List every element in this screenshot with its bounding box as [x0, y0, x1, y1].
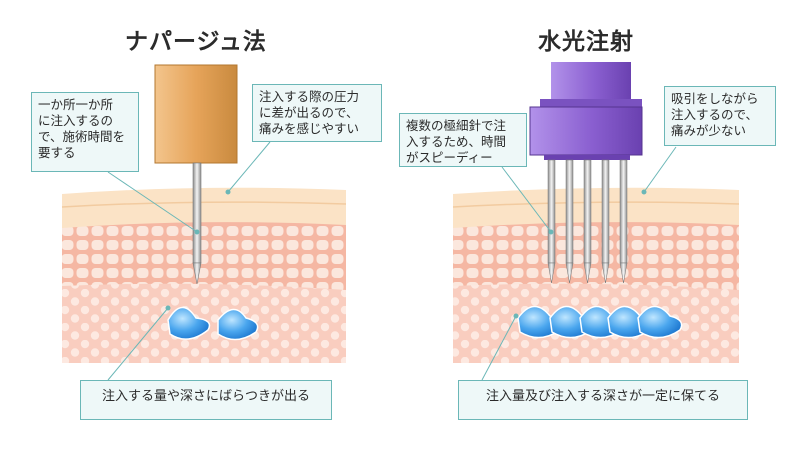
syringe-needle	[192, 162, 202, 264]
device-head	[529, 106, 643, 156]
right-skin-block	[452, 187, 740, 363]
right-droplets	[517, 305, 683, 339]
right-panel-title: 水光注射	[538, 29, 634, 55]
left-syringe	[154, 64, 238, 285]
left-callout-treatment-time: 一か所一か所 に注入するの で、施術時間を 要する	[31, 92, 139, 172]
right-device	[529, 62, 643, 284]
left-epidermis-layer	[62, 187, 346, 228]
left-callout-inconsistent-depth: 注入する量や深さにばらつきが出る	[80, 380, 332, 420]
needle	[565, 159, 574, 264]
droplet	[217, 308, 259, 341]
left-panel-title: ナパージュ法	[125, 29, 267, 55]
needle	[601, 159, 610, 264]
droplet	[637, 305, 683, 339]
left-callout-pressure-pain: 注入する際の圧力 に差が出るので、 痛みを感じやすい	[252, 84, 382, 142]
micro-needles	[547, 159, 628, 284]
device-rim	[540, 99, 642, 107]
device-handle	[551, 62, 631, 100]
right-dermis-layer	[453, 219, 739, 290]
needle	[583, 159, 592, 264]
right-epidermis-layer	[453, 187, 739, 228]
needle	[619, 159, 628, 264]
left-skin-block	[61, 187, 347, 363]
droplet	[167, 306, 211, 340]
right-callout-speed: 複数の極細針で注 入するため、時間 がスピーディー	[399, 113, 527, 167]
leader-lines	[107, 141, 677, 381]
left-dermis-layer	[62, 219, 346, 290]
right-callout-suction-less-pain: 吸引をしながら 注入するので、 痛みが少ない	[664, 86, 776, 146]
syringe-barrel	[154, 64, 238, 164]
right-callout-consistent-depth: 注入量及び注入する深さが一定に保てる	[458, 380, 748, 420]
needle	[547, 159, 556, 264]
left-droplets	[167, 306, 259, 341]
